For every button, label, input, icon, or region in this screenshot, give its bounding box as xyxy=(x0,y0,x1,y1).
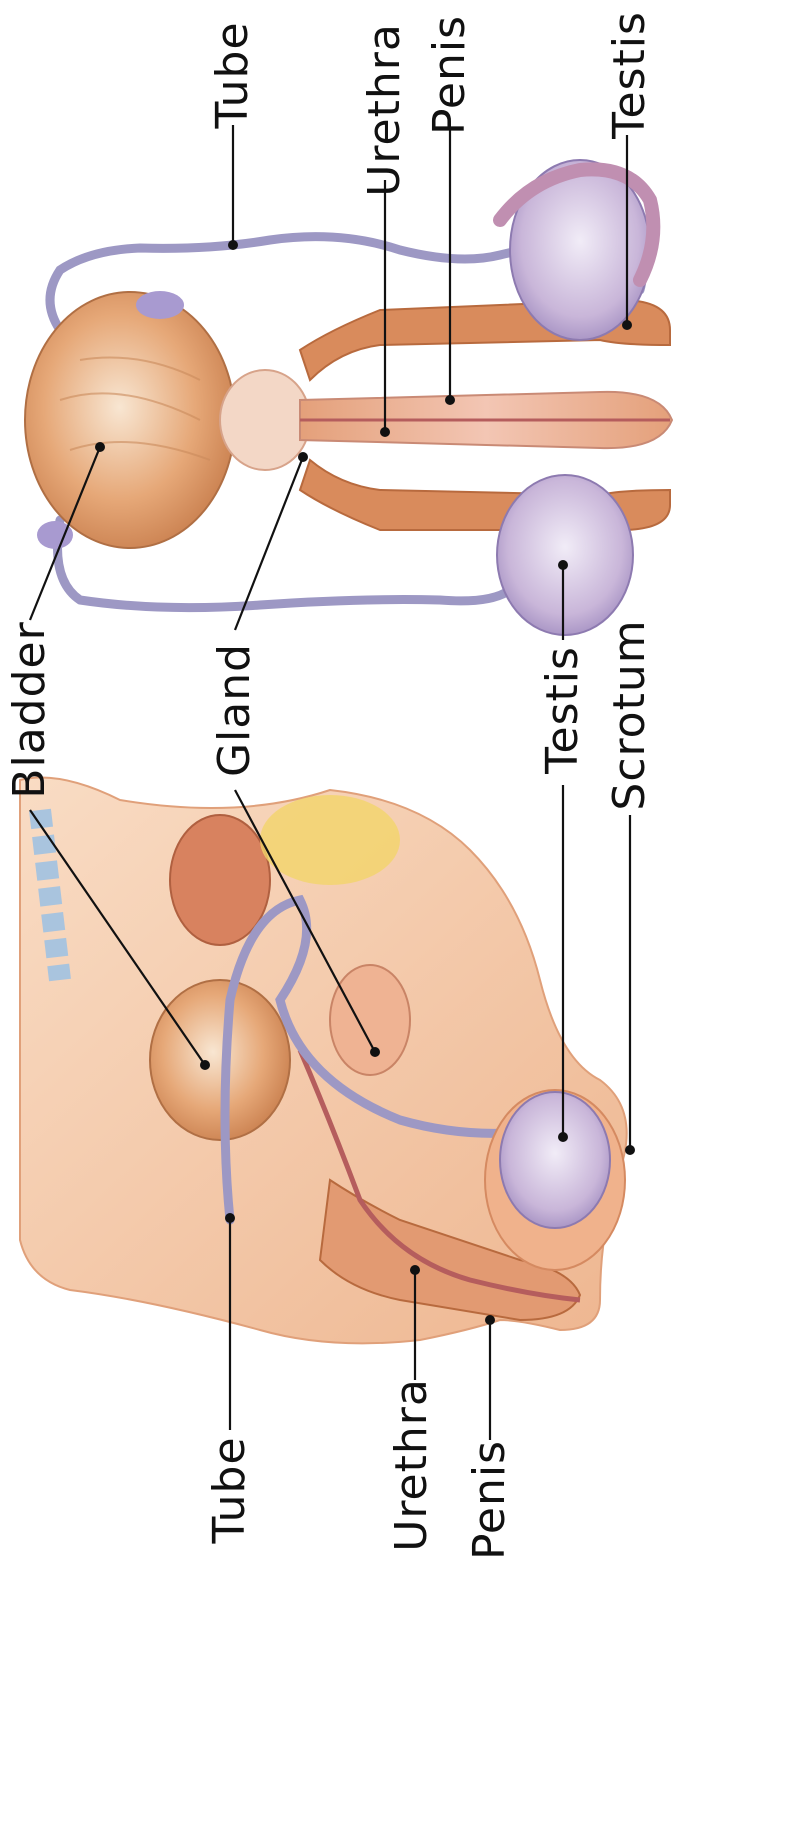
seminal-vesicle-top xyxy=(136,291,184,319)
label-side-urethra: Urethra xyxy=(390,1378,434,1552)
dot-side-penis xyxy=(485,1315,495,1325)
dot-front-testis xyxy=(558,560,568,570)
side-view xyxy=(20,778,627,1344)
dot-top-urethra xyxy=(380,427,390,437)
dot-gland-side xyxy=(370,1047,380,1057)
dot-top-penis xyxy=(445,395,455,405)
label-gland: Gland xyxy=(213,643,257,777)
front-testis-left xyxy=(497,475,633,635)
label-scrotum: Scrotum xyxy=(608,619,652,810)
label-front-testis: Testis xyxy=(608,11,652,139)
label-side-tube: Tube xyxy=(208,1436,252,1543)
side-testis xyxy=(500,1092,610,1228)
bladder xyxy=(25,292,235,548)
front-view xyxy=(25,160,672,635)
dot-bladder xyxy=(95,442,105,452)
dot-bladder-side xyxy=(200,1060,210,1070)
label-bladder: Bladder xyxy=(8,621,52,798)
prostate-gland xyxy=(220,370,310,470)
dot-side-tube xyxy=(225,1213,235,1223)
label-side-testis: Testis xyxy=(541,646,585,774)
label-side-penis: Penis xyxy=(468,1440,512,1560)
pubic-bone xyxy=(330,965,410,1075)
dot-top-testis xyxy=(622,320,632,330)
label-front-penis: Penis xyxy=(428,15,472,135)
fat-pad xyxy=(260,795,400,885)
dot-gland xyxy=(298,452,308,462)
dot-scrotum xyxy=(625,1145,635,1155)
dot-top-tube xyxy=(228,240,238,250)
dot-side-urethra xyxy=(410,1265,420,1275)
label-front-urethra: Urethra xyxy=(363,23,407,197)
dot-side-testis xyxy=(558,1132,568,1142)
rectum xyxy=(170,815,270,945)
label-front-tube: Tube xyxy=(211,21,255,128)
side-bladder xyxy=(150,980,290,1140)
